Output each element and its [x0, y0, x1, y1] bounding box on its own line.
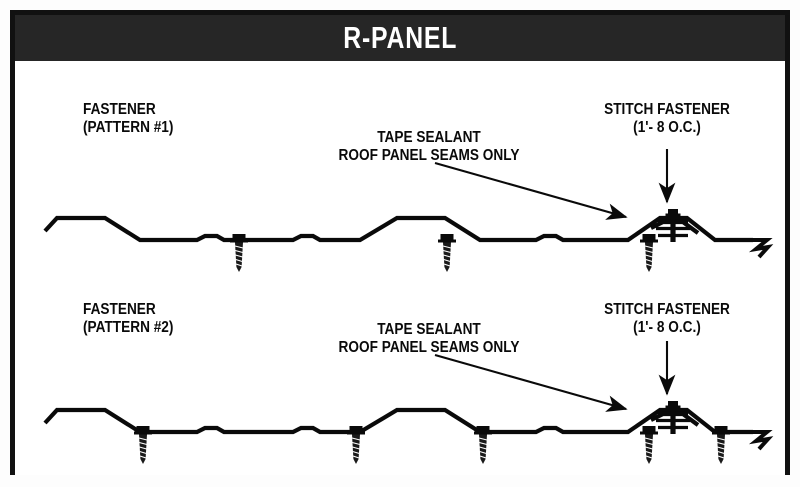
label-stitch-fastener-2: STITCH FASTENER (1'- 8 O.C.)	[579, 301, 755, 336]
drawing-frame: R-PANEL FASTENER (PATTERN #1) TAPE SEALA…	[10, 10, 790, 475]
label-fastener-pattern-2-line2: (PATTERN #2)	[83, 318, 174, 336]
label-tape-sealant-1-line1: TAPE SEALANT	[377, 129, 481, 146]
label-tape-sealant-1: TAPE SEALANT ROOF PANEL SEAMS ONLY	[332, 129, 526, 164]
label-stitch-fastener-2-line1: STITCH FASTENER	[604, 301, 730, 318]
label-fastener-pattern-1-line1: FASTENER	[83, 101, 156, 118]
label-fastener-pattern-1: FASTENER (PATTERN #1)	[83, 101, 173, 136]
label-stitch-fastener-2-line2: (1'- 8 O.C.)	[633, 318, 701, 336]
fastener-pattern-1-3	[639, 233, 659, 273]
hemmed-edge-pattern-1	[748, 238, 774, 259]
fastener-pattern-1-1	[229, 233, 249, 273]
fastener-pattern-2-4	[639, 425, 659, 465]
leader-tape-sealant-1	[434, 161, 628, 220]
label-tape-sealant-2-line1: TAPE SEALANT	[377, 321, 481, 338]
label-tape-sealant-1-line2: ROOF PANEL SEAMS ONLY	[338, 146, 520, 164]
fastener-pattern-2-1	[133, 425, 153, 465]
fastener-pattern-1-2	[437, 233, 457, 273]
diagram-canvas: FASTENER (PATTERN #1) TAPE SEALANT ROOF …	[15, 61, 785, 475]
label-fastener-pattern-2: FASTENER (PATTERN #2)	[83, 301, 173, 336]
fastener-pattern-2-3	[473, 425, 493, 465]
panel-profile-pattern-1	[43, 215, 753, 243]
label-stitch-fastener-1-line2: (1'- 8 O.C.)	[633, 118, 701, 136]
label-tape-sealant-2-line2: ROOF PANEL SEAMS ONLY	[338, 338, 520, 356]
leader-tape-sealant-2	[434, 353, 628, 412]
panel-section-pattern-1	[43, 149, 774, 273]
fastener-pattern-2-2	[346, 425, 366, 465]
label-stitch-fastener-1: STITCH FASTENER (1'- 8 O.C.)	[579, 101, 755, 136]
panel-sections-svg	[43, 149, 774, 465]
title-banner: R-PANEL	[15, 15, 785, 61]
page-title: R-PANEL	[342, 20, 457, 55]
label-fastener-pattern-2-line1: FASTENER	[83, 301, 156, 318]
label-fastener-pattern-1-line2: (PATTERN #1)	[83, 118, 174, 136]
panel-section-pattern-2	[43, 341, 774, 465]
label-tape-sealant-2: TAPE SEALANT ROOF PANEL SEAMS ONLY	[332, 321, 526, 356]
hemmed-edge-pattern-2	[748, 430, 774, 451]
label-stitch-fastener-1-line1: STITCH FASTENER	[604, 101, 730, 118]
fastener-pattern-2-5	[711, 425, 731, 465]
